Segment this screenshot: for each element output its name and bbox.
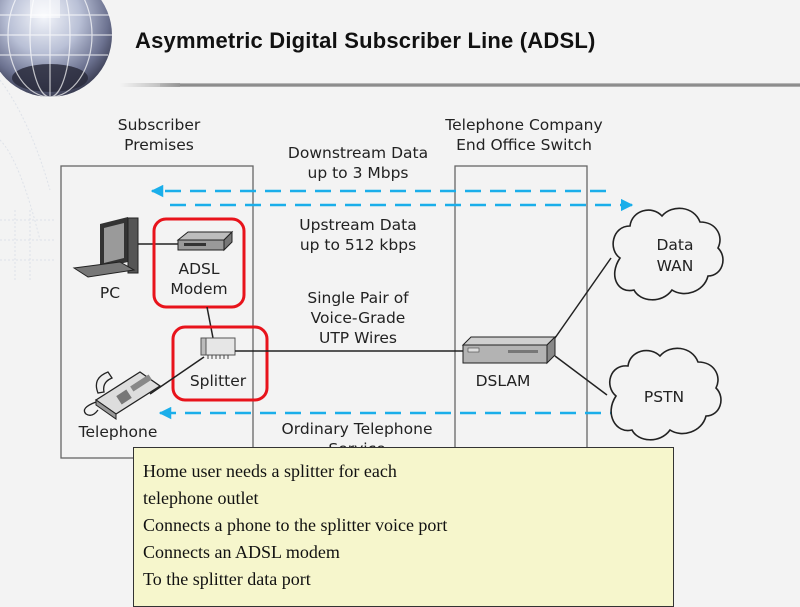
splitter-icon [200, 337, 236, 359]
pots-label-1: Ordinary Telephone [282, 420, 433, 438]
dslam-icon [461, 335, 557, 365]
upstream-label-2: up to 512 kbps [300, 236, 416, 254]
dslam-label: DSLAM [476, 372, 531, 390]
slide-title: Asymmetric Digital Subscriber Line (ADSL… [135, 28, 596, 53]
wires-label-2: Voice-Grade [311, 309, 406, 327]
subscriber-label-1: Subscriber [118, 116, 201, 134]
note-line: Connects a phone to the splitter voice p… [143, 515, 448, 535]
downstream-label-2: up to 3 Mbps [308, 164, 409, 182]
data-wan-label-2: WAN [657, 257, 694, 275]
wires-label-3: UTP Wires [319, 329, 397, 347]
globe-watermark [0, 79, 55, 280]
telephone-icon [83, 371, 162, 420]
data-wan-cloud [612, 207, 724, 301]
note-line: telephone outlet [143, 488, 259, 508]
note-line: To the splitter data port [143, 569, 311, 589]
adsl-modem-label-1: ADSL [178, 260, 219, 278]
data-wan-label-1: Data [656, 236, 693, 254]
pc-label: PC [100, 284, 120, 302]
globe-icon [0, 0, 112, 98]
splitter-highlight [171, 325, 269, 402]
subscriber-label-2: Premises [124, 136, 194, 154]
splitter-label: Splitter [190, 372, 247, 390]
pstn-cloud [608, 347, 722, 441]
pc-icon [72, 217, 139, 278]
notes-box: Home user needs a splitter for each tele… [133, 447, 674, 607]
upstream-label-1: Upstream Data [299, 216, 416, 234]
modem-highlight [152, 217, 246, 309]
adsl-modem-label-2: Modem [170, 280, 227, 298]
note-line: Connects an ADSL modem [143, 542, 340, 562]
adsl-modem-icon [176, 230, 234, 252]
pstn-label: PSTN [644, 388, 684, 406]
wires-label-1: Single Pair of [307, 289, 409, 307]
telephone-label: Telephone [78, 423, 158, 441]
note-line: Home user needs a splitter for each [143, 461, 397, 481]
title-divider [160, 83, 800, 87]
telco-label-1: Telephone Company [444, 116, 602, 134]
downstream-label-1: Downstream Data [288, 144, 428, 162]
telco-label-2: End Office Switch [456, 136, 592, 154]
